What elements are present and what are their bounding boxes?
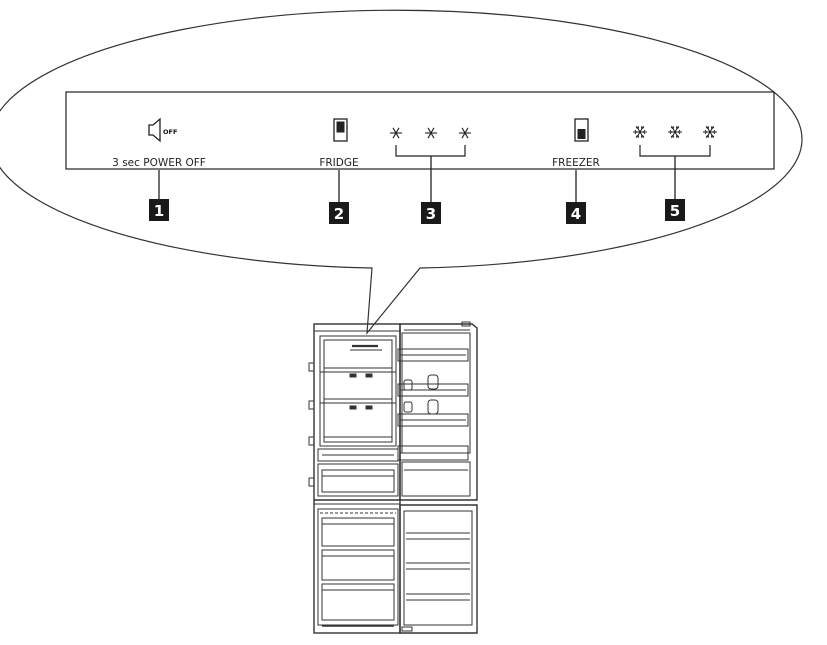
fridge-label: FRIDGE	[319, 157, 358, 169]
callout-badge-5: 5	[665, 199, 685, 221]
freezer-label: FREEZER	[552, 157, 600, 169]
svg-text:1: 1	[154, 202, 164, 220]
callout-badge-4: 4	[566, 202, 586, 224]
callout-badge-1: 1	[149, 199, 169, 221]
leader-lines	[158, 156, 676, 202]
freezer-button[interactable]: FREEZER	[552, 118, 600, 169]
power-off-label: 3 sec POWER OFF	[112, 157, 206, 169]
freezer-compartment-icon	[574, 118, 589, 142]
refrigerator-illustration	[308, 321, 478, 634]
callout-balloon	[0, 9, 803, 335]
svg-text:5: 5	[670, 202, 680, 220]
svg-text:4: 4	[571, 205, 581, 223]
fridge-compartment-icon	[333, 118, 348, 142]
svg-text:3: 3	[426, 205, 436, 223]
callout-badge-3: 3	[421, 202, 441, 224]
fridge-button[interactable]: FRIDGE	[319, 118, 359, 169]
speaker-off-icon: OFF	[148, 117, 177, 143]
svg-text:2: 2	[334, 205, 344, 223]
off-icon-text: OFF	[163, 128, 177, 136]
power-off-button[interactable]: OFF 3 sec POWER OFF	[112, 117, 206, 169]
callout-badge-2: 2	[329, 202, 349, 224]
